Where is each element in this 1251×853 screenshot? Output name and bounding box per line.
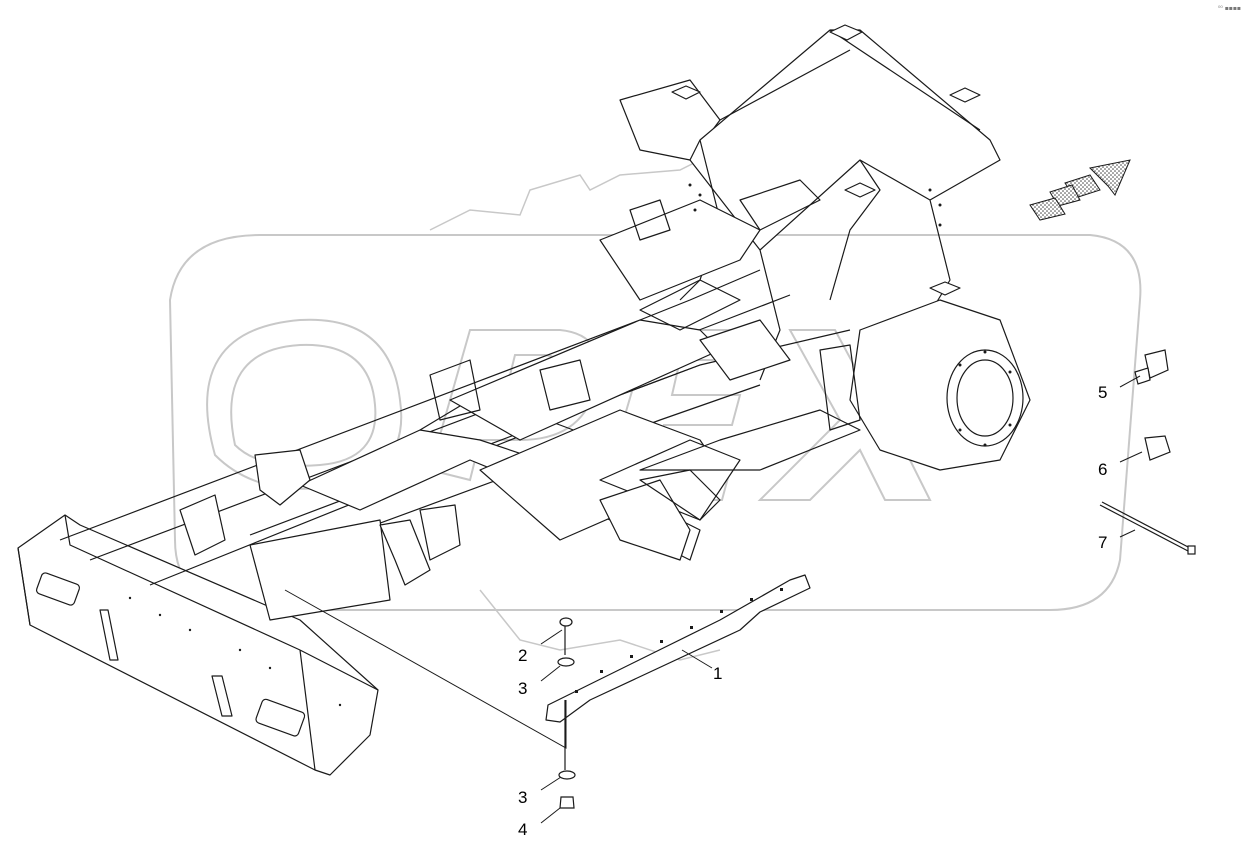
callout-4: 4 bbox=[518, 820, 527, 839]
part-7-cable-tie bbox=[1099, 501, 1196, 555]
callout-3-lower: 3 bbox=[518, 788, 527, 807]
assembly-leader-line bbox=[284, 589, 567, 749]
fastener-stack bbox=[557, 617, 576, 809]
part-4-nut bbox=[559, 796, 575, 809]
part-5-clamp bbox=[1134, 349, 1169, 385]
part-2-bolt bbox=[559, 617, 573, 627]
part-3-washer-upper bbox=[557, 657, 575, 667]
direction-arrow-icon bbox=[1029, 159, 1131, 221]
part-3-washer-lower bbox=[558, 770, 576, 780]
part-1-shield-plate bbox=[545, 574, 811, 723]
part-6-clamp bbox=[1144, 435, 1171, 461]
chassis-frame bbox=[17, 24, 1031, 776]
callout-1: 1 bbox=[713, 664, 722, 683]
callout-3-upper: 3 bbox=[518, 679, 527, 698]
callout-leaders bbox=[540, 375, 1143, 824]
callout-5: 5 bbox=[1098, 383, 1107, 402]
callout-2: 2 bbox=[518, 646, 527, 665]
callout-6: 6 bbox=[1098, 460, 1107, 479]
callout-7: 7 bbox=[1098, 533, 1107, 552]
corner-mark: ⁰⁰ ▪▪▪▪ bbox=[1218, 5, 1241, 12]
